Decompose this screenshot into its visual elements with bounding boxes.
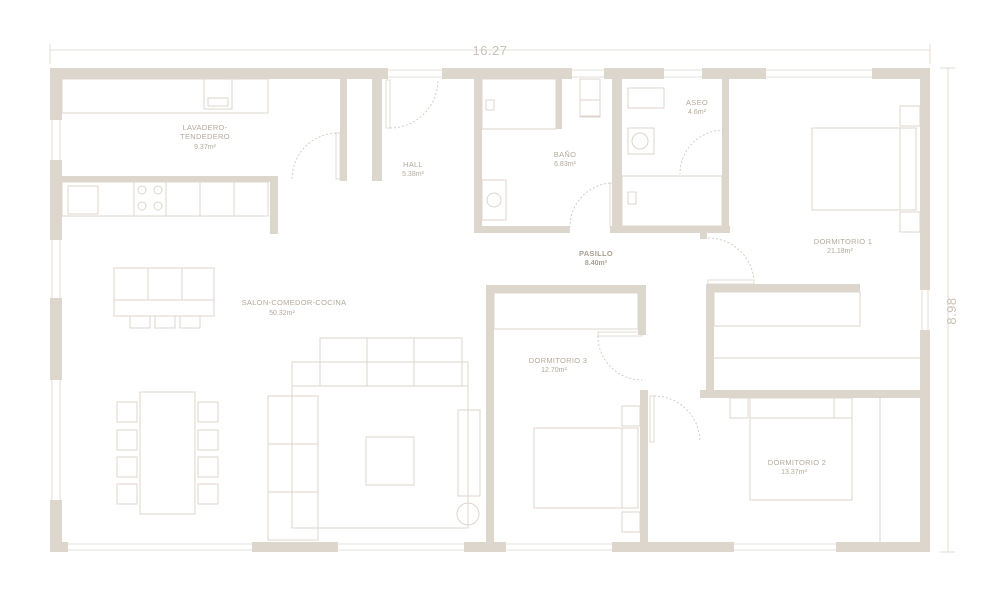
svg-text:9.37m²: 9.37m² bbox=[194, 144, 216, 151]
svg-text:BAÑO: BAÑO bbox=[554, 150, 576, 159]
windows bbox=[51, 69, 929, 551]
room-label-dormitorio-1: DORMITORIO 1 21.18m² bbox=[814, 237, 872, 255]
svg-text:LAVADERO-: LAVADERO- bbox=[183, 123, 228, 132]
svg-text:50.32m²: 50.32m² bbox=[269, 310, 295, 317]
furniture-lavadero bbox=[61, 78, 269, 114]
furniture-bano bbox=[481, 78, 601, 221]
height-dimension: 8.98 bbox=[944, 297, 959, 324]
svg-text:21.18m²: 21.18m² bbox=[827, 248, 853, 255]
room-label-bano: BAÑO 6.83m² bbox=[554, 150, 577, 168]
furniture-dormitorio-2 bbox=[729, 397, 881, 542]
svg-text:HALL: HALL bbox=[403, 160, 423, 169]
exterior-walls bbox=[50, 68, 930, 552]
svg-text:DORMITORIO 1: DORMITORIO 1 bbox=[814, 237, 872, 246]
svg-text:DORMITORIO 2: DORMITORIO 2 bbox=[768, 458, 826, 467]
furniture-dormitorio-1 bbox=[713, 105, 921, 359]
svg-text:DORMITORIO 3: DORMITORIO 3 bbox=[529, 356, 587, 365]
svg-text:12.70m²: 12.70m² bbox=[541, 367, 567, 374]
room-label-lavadero: LAVADERO- TENDEDERO 9.37m² bbox=[180, 123, 230, 151]
svg-text:PASILLO: PASILLO bbox=[579, 249, 613, 258]
doors bbox=[291, 79, 755, 443]
room-label-dormitorio-2: DORMITORIO 2 13.37m² bbox=[768, 458, 826, 476]
svg-text:4.6m²: 4.6m² bbox=[688, 109, 707, 116]
furniture-kitchen bbox=[61, 181, 269, 329]
width-dimension: 16.27 bbox=[472, 43, 507, 58]
furniture-dining bbox=[116, 391, 219, 515]
svg-text:TENDEDERO: TENDEDERO bbox=[180, 132, 230, 141]
room-label-aseo: ASEO 4.6m² bbox=[686, 98, 708, 116]
room-label-salon: SALON-COMEDOR-COCINA 50.32m² bbox=[242, 298, 347, 317]
svg-text:6.83m²: 6.83m² bbox=[554, 161, 576, 168]
furniture-dormitorio-3 bbox=[493, 292, 641, 533]
interior-walls bbox=[62, 79, 930, 542]
furniture-living bbox=[267, 337, 481, 541]
svg-text:SALON-COMEDOR-COCINA: SALON-COMEDOR-COCINA bbox=[242, 298, 347, 307]
room-label-dormitorio-3: DORMITORIO 3 12.70m² bbox=[529, 356, 587, 374]
dimension-lines bbox=[49, 44, 955, 553]
furniture-aseo bbox=[621, 87, 723, 227]
svg-text:5.38m²: 5.38m² bbox=[402, 171, 424, 178]
svg-text:8.40m²: 8.40m² bbox=[585, 260, 608, 267]
room-label-hall: HALL 5.38m² bbox=[402, 160, 424, 178]
svg-text:ASEO: ASEO bbox=[686, 98, 708, 107]
room-label-pasillo: PASILLO 8.40m² bbox=[579, 249, 613, 267]
svg-text:13.37m²: 13.37m² bbox=[781, 469, 807, 476]
